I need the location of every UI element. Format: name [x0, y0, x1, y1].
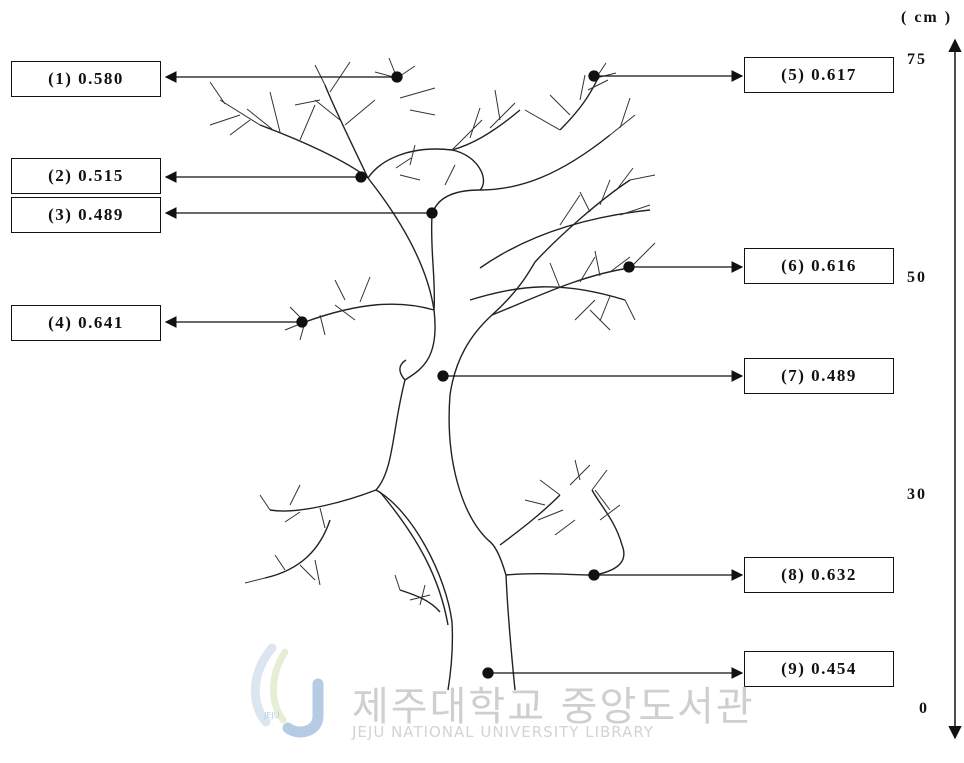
scale-tick-30: 30 — [907, 486, 927, 503]
tree-twigs — [209, 57, 656, 606]
sample-point-8 — [588, 569, 600, 581]
watermark-title: 제주대학교 중앙도서관 — [352, 684, 755, 730]
measurement-label-3: (3) 0.489 — [11, 197, 161, 233]
sample-point-9 — [482, 667, 494, 679]
scale-tick-75: 75 — [907, 51, 927, 68]
scale-tick-0: 0 — [919, 700, 929, 717]
sample-point-7 — [437, 370, 449, 382]
watermark-subtitle: JEJU NATIONAL UNIVERSITY LIBRARY — [352, 723, 654, 741]
svg-text:JEJU: JEJU — [263, 711, 280, 720]
sample-point-1 — [391, 71, 403, 83]
sample-point-3 — [426, 207, 438, 219]
sample-point-5 — [588, 70, 600, 82]
library-logo-icon: JEJU — [250, 643, 324, 738]
measurement-label-5: (5) 0.617 — [744, 57, 894, 93]
sample-point-6 — [623, 261, 635, 273]
measurement-label-1: (1) 0.580 — [11, 61, 161, 97]
measurement-label-6: (6) 0.616 — [744, 248, 894, 284]
measurement-label-4: (4) 0.641 — [11, 305, 161, 341]
sample-point-4 — [296, 316, 308, 328]
measurement-label-9: (9) 0.454 — [744, 651, 894, 687]
scale-tick-50: 50 — [907, 269, 927, 286]
scale-unit-label: ( cm ) — [901, 9, 953, 26]
sample-point-2 — [355, 171, 367, 183]
tree-trunk — [259, 77, 651, 691]
callout-lines — [164, 70, 744, 679]
measurement-label-2: (2) 0.515 — [11, 158, 161, 194]
measurement-label-7: (7) 0.489 — [744, 358, 894, 394]
measurement-label-8: (8) 0.632 — [744, 557, 894, 593]
